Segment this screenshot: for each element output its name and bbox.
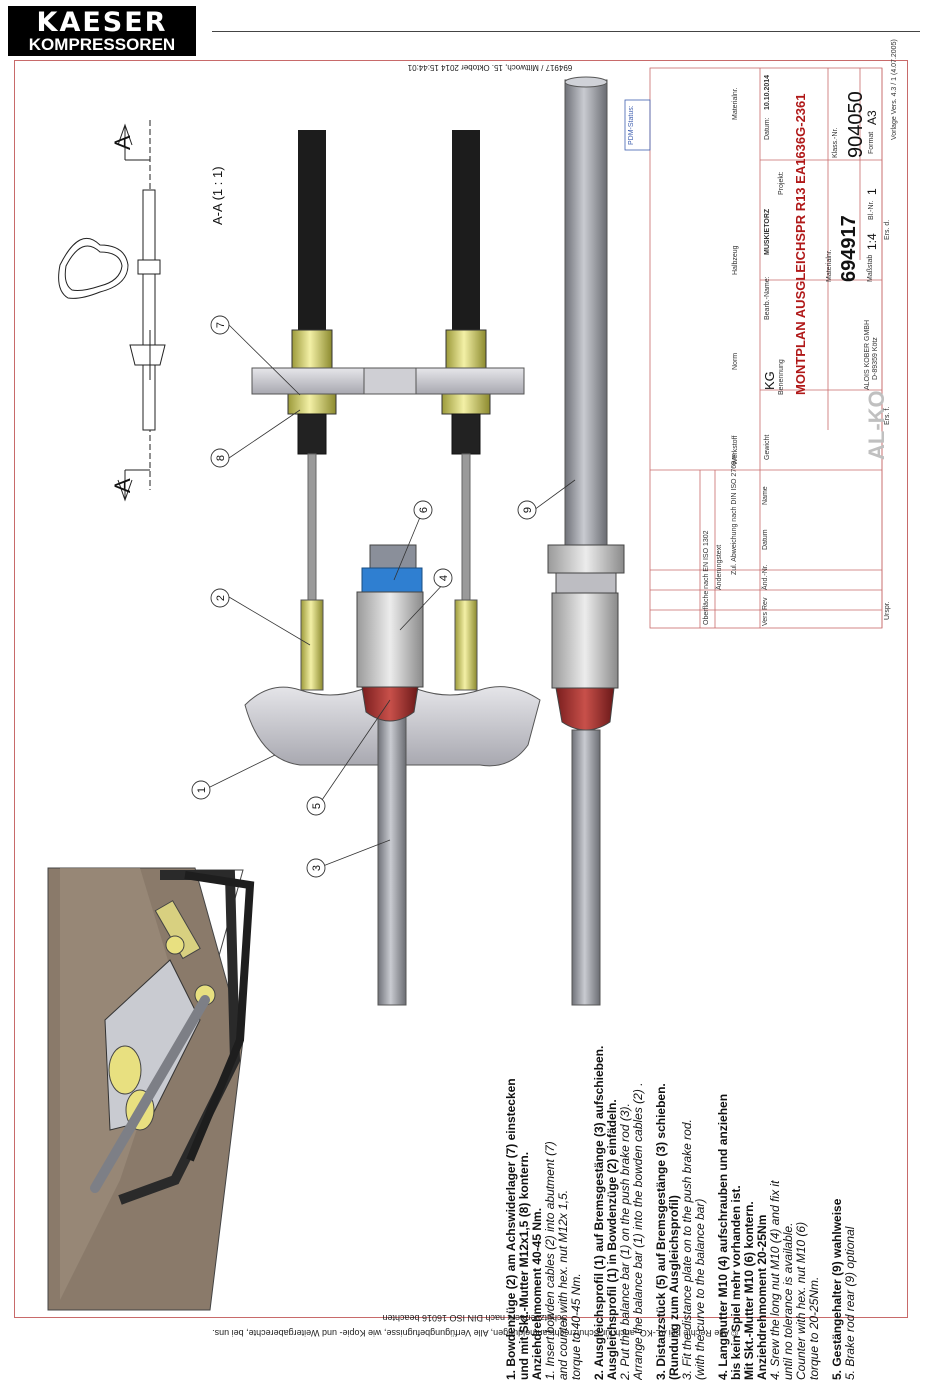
abweichung-label: Zul. Abweichung nach DIN ISO 2768 m <box>731 453 738 575</box>
brake-rod-rear <box>564 79 608 551</box>
callout-8 <box>210 448 230 468</box>
svg-text:6: 6 <box>418 507 430 513</box>
datum-label: Datum: <box>764 117 771 140</box>
section-view <box>58 120 166 502</box>
halbzeug-label: Halbzeug <box>732 245 739 275</box>
svg-text:4: 4 <box>438 575 450 581</box>
bearb-label: Bearb.-Name: <box>764 276 771 320</box>
svg-text:8: 8 <box>215 455 227 461</box>
materialnr-label: Materialnr. <box>826 249 833 282</box>
title-block <box>649 67 883 629</box>
gewicht-label: Gewicht <box>764 434 771 460</box>
instruction-1-de: 1. Bowdenzüge (2) am Achswiderlager (7) … <box>504 1078 544 1380</box>
logo-line1: KAESER <box>36 7 168 38</box>
aend-col-nr: Änd.-Nr. <box>762 564 769 590</box>
aend-col-name: Name <box>762 486 769 505</box>
instruction-4-en: 4. Srew the long nut M10 (4) and fix it … <box>768 1180 821 1380</box>
callout-9 <box>517 500 537 520</box>
instruction-2: 2. Ausgleichsprofil (1) auf Bremsgestäng… <box>592 910 645 1380</box>
material-number: 694917 <box>838 215 860 282</box>
company-address: D-89359 Kötz <box>872 337 879 380</box>
copyright-notice: © Alle Rechte bei AL-KO, auch für Schutz… <box>212 1328 738 1338</box>
callout-7 <box>210 315 230 335</box>
instruction-3-en: 3. Fit the distance plate on to the push… <box>680 1119 707 1380</box>
klass-label: Klass.-Nr. <box>832 127 839 158</box>
bowden-cable-left <box>285 130 339 727</box>
instruction-3: 3. Distanzstück (5) auf Bremsgestänge (3… <box>654 910 707 1380</box>
svg-text:9: 9 <box>522 507 534 513</box>
instruction-5: 5. Gestängehalter (9) wahlweise 5. Brake… <box>830 910 857 1380</box>
kaeser-logo: KAESER KOMPRESSOREN <box>8 6 196 56</box>
svg-text:3: 3 <box>311 865 323 871</box>
bowden-cable-right <box>439 130 493 727</box>
instruction-5-en: 5. Brake rod rear (9) optional <box>843 1226 857 1380</box>
company-name: ALOIS KOBER GMBH <box>864 319 871 390</box>
instruction-2-de: 2. Ausgleichsprofil (1) auf Bremsgestäng… <box>592 1045 619 1380</box>
svg-text:2: 2 <box>215 595 227 601</box>
callout-circles <box>191 315 537 878</box>
instruction-3-de: 3. Distanzstück (5) auf Bremsgestänge (3… <box>654 1083 681 1380</box>
aenderungstext-label: Änderungstext <box>716 544 723 590</box>
ers-f-label: Ers. f. <box>884 406 891 425</box>
protection-notice: Schutzvermerk nach DIN ISO 16016 beachte… <box>382 1313 568 1323</box>
instruction-4: 4. Langmutter M10 (4) aufschrauben und a… <box>716 910 821 1380</box>
gewicht-unit: KG <box>762 371 777 390</box>
projekt-label: Projekt: <box>778 171 785 195</box>
callout-3 <box>306 858 326 878</box>
format-label: Format <box>868 131 875 154</box>
assembly-instructions: 1. Bowdenzüge (2) am Achswiderlager (7) … <box>504 910 867 1380</box>
blatt-value: 1 <box>865 188 879 195</box>
norm-label: Norm <box>732 352 739 370</box>
vorlage-label: Vorlage Vers. 4.3 / 1 (4.07.2005) <box>891 39 898 140</box>
section-marker-top: A <box>110 135 135 150</box>
brake-rod <box>377 699 407 1006</box>
massstab-value: 1:4 <box>865 233 879 250</box>
instruction-2-en: 2. Put the balance bar (1) on the push b… <box>618 1082 645 1380</box>
datum-value: 10.10.2014 <box>764 74 771 110</box>
section-view-label: A-A (1 : 1) <box>210 166 225 225</box>
section-marker-bottom: A <box>110 478 135 493</box>
aend-col-datum: Datum <box>762 529 769 550</box>
pdm-status: PDM-Status: <box>628 105 635 145</box>
instruction-1-en: 1. Insert bowden cables (2) into abutmen… <box>543 1141 583 1380</box>
callout-2 <box>210 588 230 608</box>
aend-col-rev: Rev <box>762 597 769 610</box>
svg-text:5: 5 <box>311 803 323 809</box>
drawing-frame <box>14 60 908 1318</box>
svg-text:1: 1 <box>196 787 208 793</box>
aend-col-vers: Vers <box>762 611 769 626</box>
svg-text:7: 7 <box>215 322 227 328</box>
materialnr2-label: Materialnr. <box>732 87 739 120</box>
logo-line2: KOMPRESSOREN <box>28 35 176 54</box>
header-rule <box>212 31 920 32</box>
callout-4 <box>433 568 453 588</box>
benennung-label: Benennung <box>778 359 785 395</box>
format-value: A3 <box>865 110 879 125</box>
drawing-title: MONTPLAN AUSGLEICHSPR R13 EA1636G-2361 <box>793 93 808 396</box>
instruction-4-de: 4. Langmutter M10 (4) aufschrauben und a… <box>716 1093 769 1380</box>
isometric-view <box>47 867 255 1311</box>
alko-brand: AL-KO <box>864 390 889 460</box>
bearb-name: MUSKIETORZ <box>764 208 771 255</box>
oberflaeche-label: Oberfläche nach EN ISO 1302 <box>703 530 710 625</box>
callout-1 <box>191 780 211 800</box>
callout-5 <box>306 796 326 816</box>
blatt-label: Bl.-Nr. <box>868 200 875 220</box>
ers-d-label: Ers. d. <box>884 219 891 240</box>
urspr-label: Urspr. <box>884 601 891 620</box>
massstab-label: Maßstab <box>867 254 874 282</box>
instruction-1: 1. Bowdenzüge (2) am Achswiderlager (7) … <box>504 910 583 1380</box>
callout-6 <box>413 500 433 520</box>
